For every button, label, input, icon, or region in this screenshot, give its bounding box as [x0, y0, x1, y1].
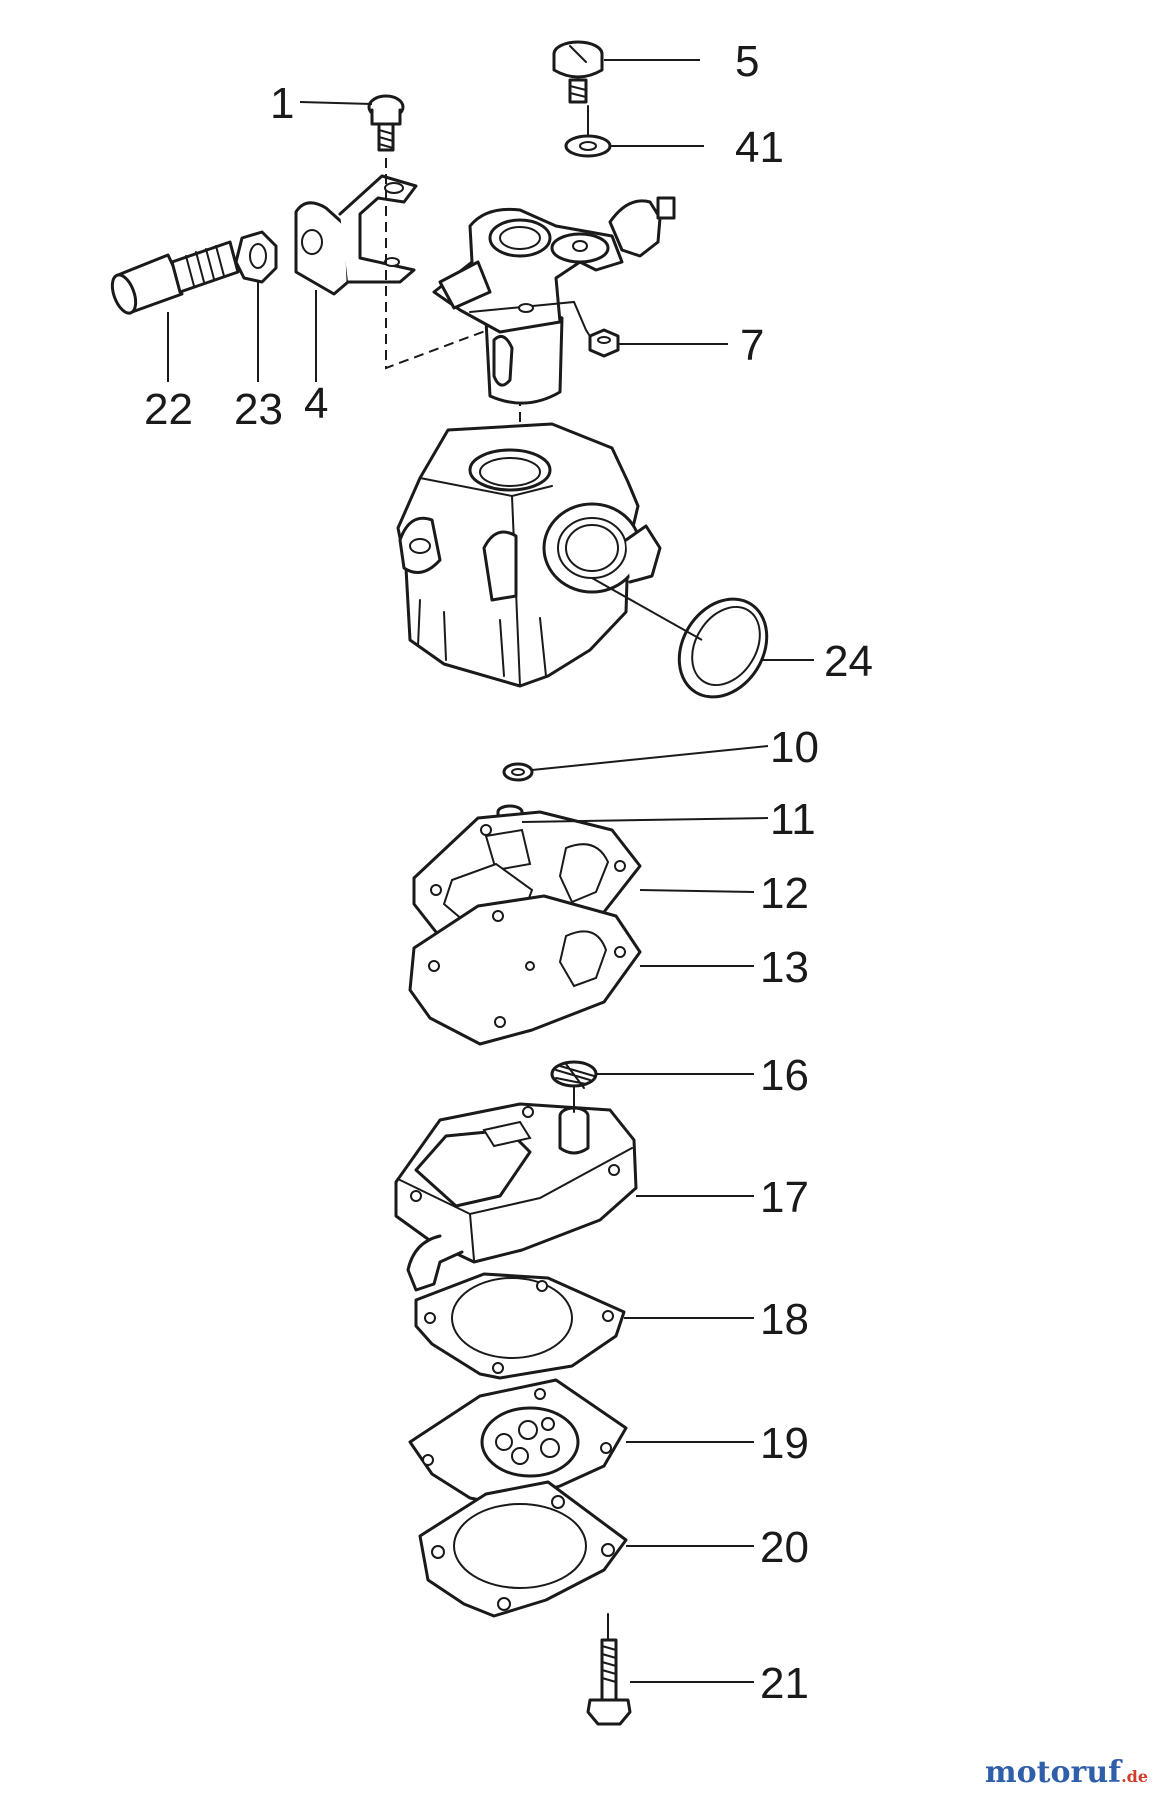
callout-4: 4	[304, 379, 328, 428]
part-13-gasket	[408, 894, 642, 1046]
callout-1: 1	[270, 79, 294, 128]
callout-20: 20	[760, 1523, 809, 1572]
part-4-bracket	[294, 174, 418, 296]
carburetor-body	[396, 422, 662, 688]
watermark-main: motoruf	[984, 1755, 1122, 1790]
part-7-nut	[588, 328, 620, 358]
part-1-screw	[367, 94, 405, 152]
callout-7: 7	[740, 321, 764, 370]
callout-23: 23	[234, 385, 283, 434]
leader-lines	[167, 59, 814, 1683]
part-16-filter-screen	[550, 1060, 598, 1089]
part-5-adjust-screw	[552, 40, 604, 104]
part-21-screw	[586, 1638, 632, 1726]
callout-10: 10	[770, 723, 819, 772]
part-20-cover	[418, 1480, 628, 1618]
part-17-pump-body	[394, 1102, 638, 1292]
callout-21: 21	[760, 1659, 809, 1708]
callout-24: 24	[824, 637, 873, 686]
part-24-ring-gasket	[677, 597, 769, 699]
watermark-suffix: .de	[1121, 1767, 1148, 1786]
callout-11: 11	[770, 795, 816, 844]
callout-13: 13	[760, 943, 809, 992]
part-41-washer	[564, 134, 612, 158]
alignment-line-bracket	[385, 158, 521, 370]
callout-12: 12	[760, 869, 809, 918]
watermark-logo: motoruf.de	[985, 1755, 1148, 1790]
callout-17: 17	[760, 1173, 809, 1222]
part-22-adjuster	[110, 240, 240, 315]
callout-5: 5	[735, 37, 759, 86]
part-10-o-ring	[502, 762, 534, 782]
callout-41: 41	[735, 123, 784, 172]
part-23-nut	[234, 230, 278, 284]
callout-22: 22	[144, 385, 193, 434]
callout-18: 18	[760, 1295, 809, 1344]
part-19-diaphragm	[408, 1378, 628, 1506]
callout-19: 19	[760, 1419, 809, 1468]
callout-16: 16	[760, 1051, 809, 1100]
part-18-gasket	[414, 1272, 626, 1380]
throttle-lever-assembly	[432, 196, 676, 405]
